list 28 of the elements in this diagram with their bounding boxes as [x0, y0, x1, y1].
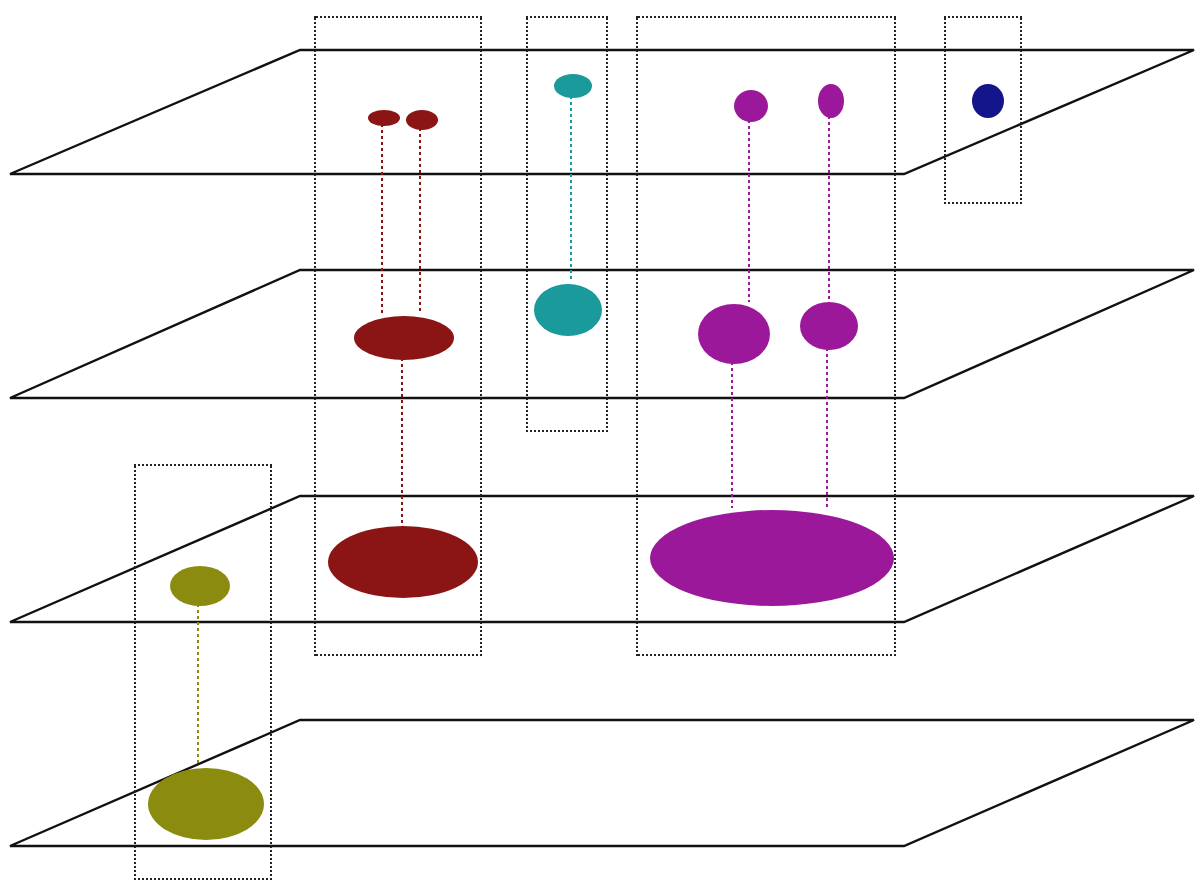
dotted-connector	[570, 95, 572, 283]
group-frame	[314, 16, 482, 656]
dotted-connector	[748, 119, 750, 303]
dotted-connector	[401, 357, 403, 525]
dotted-connector	[419, 127, 421, 315]
dotted-connector	[381, 123, 383, 315]
dotted-connector	[828, 115, 830, 301]
ellipse	[328, 526, 478, 598]
ellipse	[354, 316, 454, 360]
ellipse	[698, 304, 770, 364]
group-frame	[944, 16, 1022, 204]
ellipse	[818, 84, 844, 118]
ellipse	[554, 74, 592, 98]
group-frame	[636, 16, 896, 656]
ellipse	[148, 768, 264, 840]
group-frame	[526, 16, 608, 432]
ellipse	[406, 110, 438, 130]
dotted-connector	[731, 361, 733, 509]
ellipse	[650, 510, 894, 606]
dotted-connector	[197, 603, 199, 767]
dotted-connector	[826, 347, 828, 509]
ellipse	[170, 566, 230, 606]
ellipse	[368, 110, 400, 126]
ellipse	[800, 302, 858, 350]
group-frame	[134, 464, 272, 880]
ellipse	[534, 284, 602, 336]
ellipse	[734, 90, 768, 122]
ellipse	[972, 84, 1004, 118]
